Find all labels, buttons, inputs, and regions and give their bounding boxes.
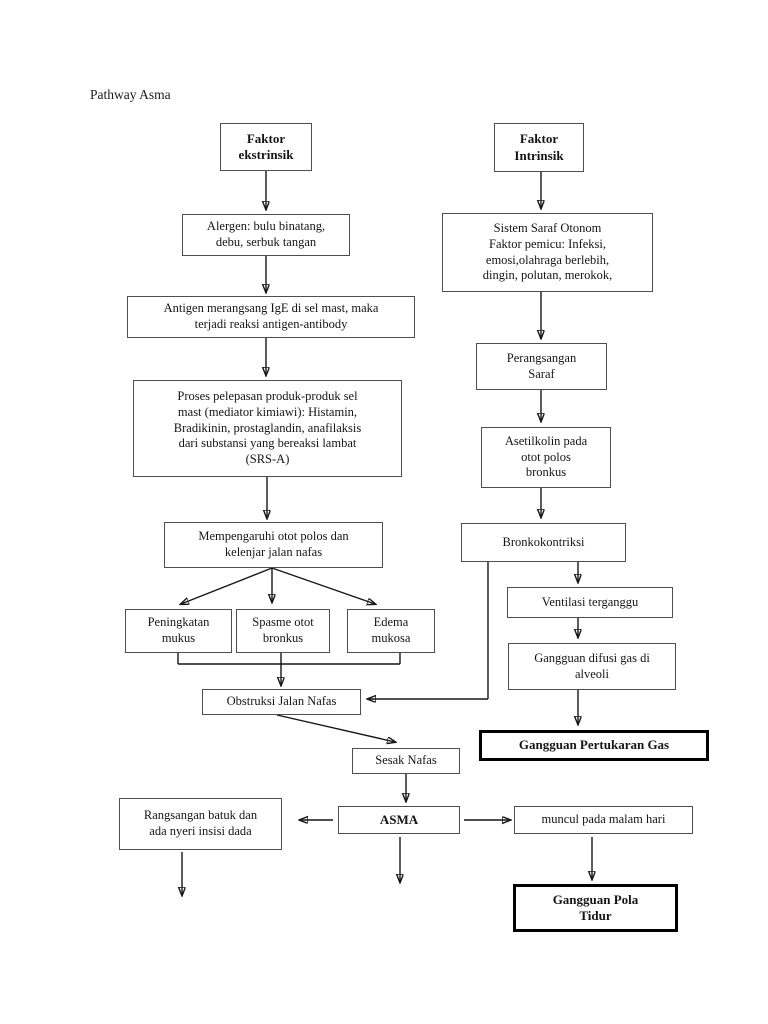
page-title: Pathway Asma: [90, 87, 171, 102]
node-gangguan-difusi: Gangguan difusi gas di alveoli: [508, 643, 676, 690]
node-gangguan-pertukaran-gas: Gangguan Pertukaran Gas: [479, 730, 709, 761]
node-sistem-saraf-otonom: Sistem Saraf Otonom Faktor pemicu: Infek…: [442, 213, 653, 292]
node-perangsangan-saraf: Perangsangan Saraf: [476, 343, 607, 390]
node-asetilkolin: Asetilkolin pada otot polos bronkus: [481, 427, 611, 488]
node-spasme-otot: Spasme otot bronkus: [236, 609, 330, 653]
node-muncul-malam: muncul pada malam hari: [514, 806, 693, 834]
node-proses-pelepasan: Proses pelepasan produk-produk sel mast …: [133, 380, 402, 477]
node-edema-mukosa: Edema mukosa: [347, 609, 435, 653]
node-obstruksi-jalan-nafas: Obstruksi Jalan Nafas: [202, 689, 361, 715]
node-rangsangan-batuk: Rangsangan batuk dan ada nyeri insisi da…: [119, 798, 282, 850]
node-bronkokontriksi: Bronkokontriksi: [461, 523, 626, 562]
node-gangguan-pola-tidur: Gangguan Pola Tidur: [513, 884, 678, 932]
node-antigen-ige: Antigen merangsang IgE di sel mast, maka…: [127, 296, 415, 338]
node-asma: ASMA: [338, 806, 460, 834]
node-sesak-nafas: Sesak Nafas: [352, 748, 460, 774]
node-faktor-intrinsik: Faktor Intrinsik: [494, 123, 584, 172]
node-peningkatan-mukus: Peningkatan mukus: [125, 609, 232, 653]
node-faktor-ekstrinsik: Faktor ekstrinsik: [220, 123, 312, 171]
node-mempengaruhi-otot: Mempengaruhi otot polos dan kelenjar jal…: [164, 522, 383, 568]
node-ventilasi-terganggu: Ventilasi terganggu: [507, 587, 673, 618]
node-alergen: Alergen: bulu binatang, debu, serbuk tan…: [182, 214, 350, 256]
